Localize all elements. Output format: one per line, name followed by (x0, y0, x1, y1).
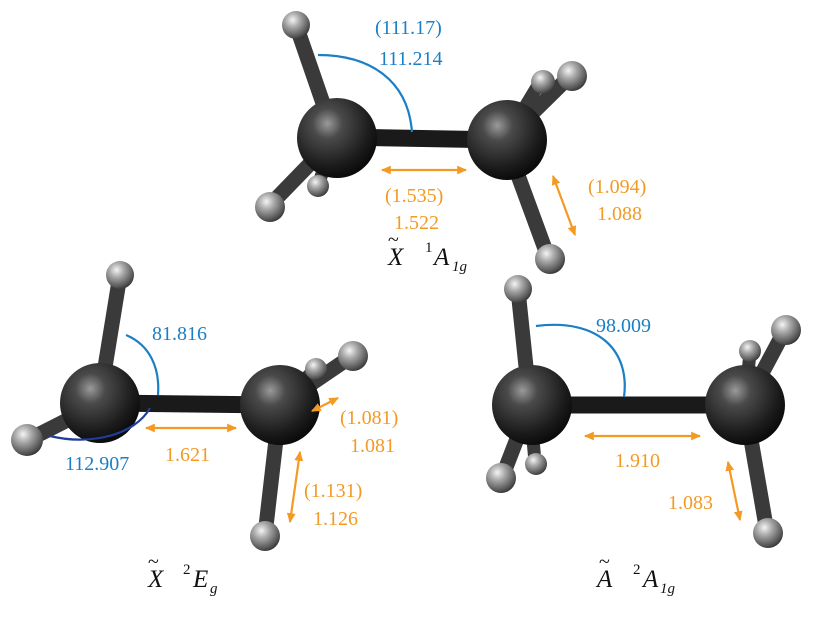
state-term: E (192, 566, 208, 593)
tilde-mark: ~ (148, 551, 159, 573)
state-label-top: X ~ 1 A 1g (387, 229, 468, 275)
molecule-top: (111.17) 111.214 (1.535) 1.522 (1.094) 1… (255, 11, 646, 275)
cc-length-label: 1.910 (615, 450, 660, 472)
carbon-atom (60, 363, 140, 443)
state-subscript: 1g (452, 259, 468, 275)
hydrogen-atom (739, 340, 761, 362)
hydrogen-atom (255, 192, 285, 222)
state-symbol: X (147, 566, 165, 593)
angle-label: 98.009 (596, 315, 651, 337)
hydrogen-atom (753, 518, 783, 548)
hydrogen-atom (307, 175, 329, 197)
ch-length-label: 1.088 (597, 203, 642, 225)
hydrogen-atom (486, 463, 516, 493)
tilde-mark: ~ (599, 551, 610, 573)
state-label-left: X ~ 2 E g (147, 551, 218, 597)
hydrogen-atom (531, 70, 555, 94)
carbon-atom (467, 100, 547, 180)
angle-arc-bottom (49, 407, 151, 441)
molecule-right: 98.009 1.910 1.083 A ~ 2 A 1g (486, 275, 801, 597)
angle-label-previous: (111.17) (375, 17, 442, 39)
state-multiplicity: 1 (425, 240, 433, 256)
hydrogen-atom (250, 521, 280, 551)
state-subscript: g (210, 581, 218, 597)
hydrogen-atom (771, 315, 801, 345)
angle-arc (535, 323, 626, 398)
ch-short-length-arrow (311, 397, 339, 412)
ch-length-label-previous: (1.094) (588, 176, 646, 198)
hydrogen-atom (557, 61, 587, 91)
hydrogen-atom (504, 275, 532, 303)
carbon-atom (297, 98, 377, 178)
hydrogen-atom (305, 358, 327, 380)
angle-bottom-label: 112.907 (65, 453, 129, 475)
ch-length-label: 1.083 (668, 492, 713, 514)
carbon-atom (705, 365, 785, 445)
hydrogen-atom (11, 424, 43, 456)
state-label-right: A ~ 2 A 1g (595, 551, 676, 597)
ch-long-length-label: 1.126 (313, 508, 358, 530)
state-term: A (641, 566, 659, 593)
state-multiplicity: 2 (633, 562, 641, 578)
ch-short-length-label: 1.081 (350, 435, 395, 457)
ch-long-length-arrow (286, 450, 304, 524)
hydrogen-atom (338, 341, 368, 371)
angle-arc (317, 53, 414, 133)
hydrogen-atom (282, 11, 310, 39)
state-term: A (432, 244, 450, 271)
hydrogen-atom (525, 453, 547, 475)
ch-short-length-label-previous: (1.081) (340, 407, 398, 429)
cc-length-label: 1.522 (394, 212, 439, 234)
cc-length-label: 1.621 (165, 444, 210, 466)
hydrogen-atom (106, 261, 134, 289)
molecule-left: 81.816 112.907 1.621 (1.081) 1.081 (1.13… (11, 261, 398, 597)
ch-long-length-label-previous: (1.131) (304, 480, 362, 502)
ch-length-arrow (551, 174, 577, 237)
angle-label: 111.214 (379, 48, 443, 70)
angle-arc-top (125, 333, 160, 396)
cc-length-label-previous: (1.535) (385, 185, 443, 207)
hydrogen-atom (535, 244, 565, 274)
tilde-mark: ~ (388, 229, 399, 251)
state-subscript: 1g (660, 581, 676, 597)
angle-top-label: 81.816 (152, 323, 207, 345)
carbon-atom (492, 365, 572, 445)
state-symbol: X (387, 244, 405, 271)
state-multiplicity: 2 (183, 562, 191, 578)
state-symbol: A (595, 566, 613, 593)
ch-length-arrow (725, 460, 743, 522)
carbon-atom (240, 365, 320, 445)
